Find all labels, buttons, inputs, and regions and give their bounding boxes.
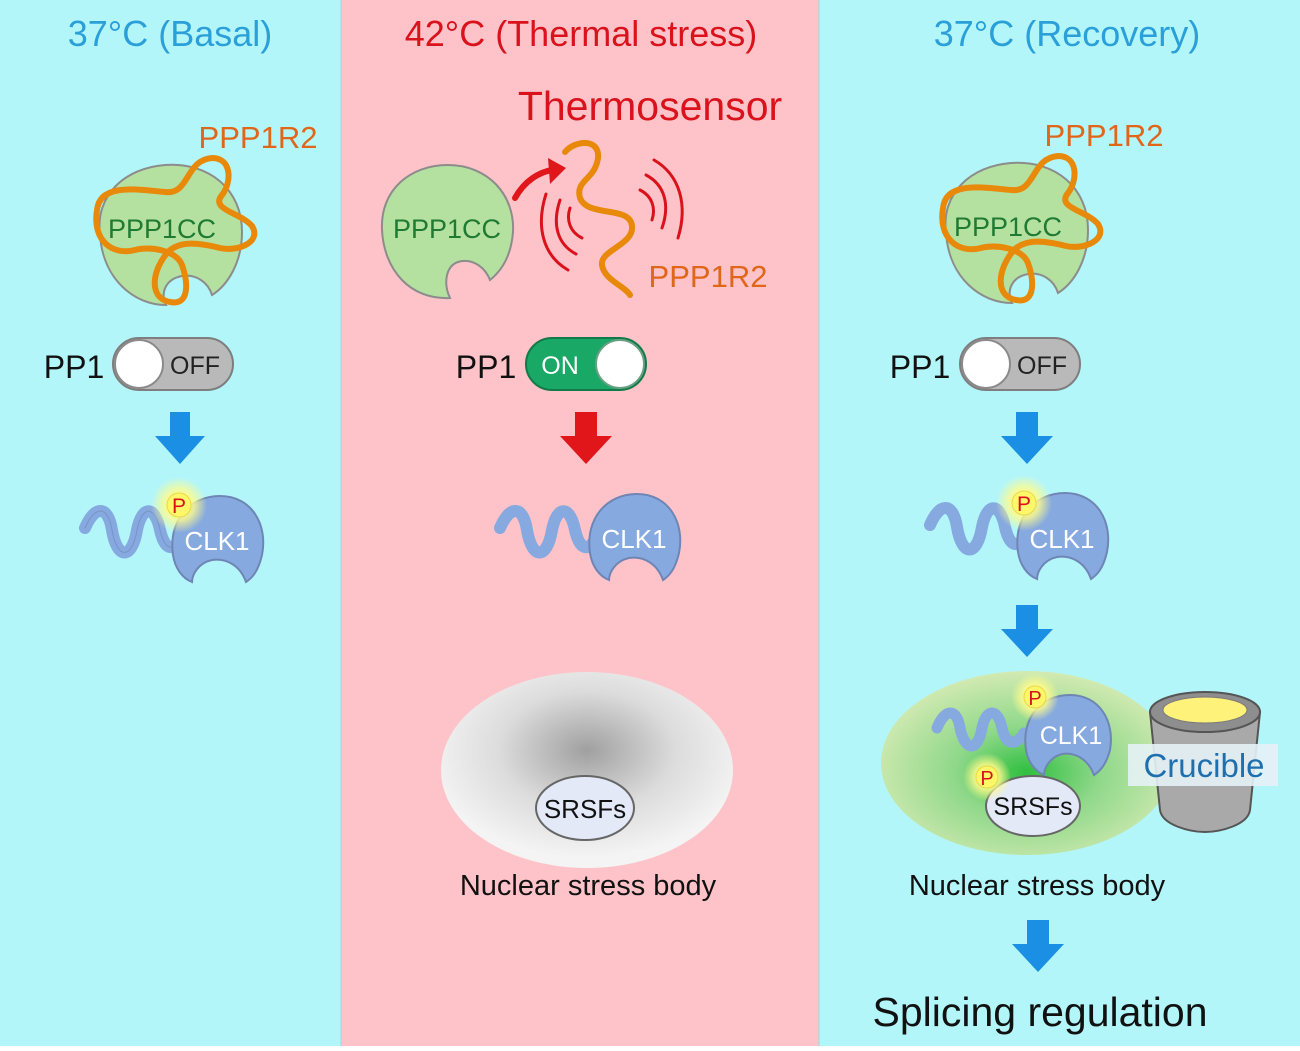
- stress-ppp1r2-label: PPP1R2: [649, 259, 768, 294]
- basal-title: 37°C (Basal): [68, 13, 272, 54]
- recovery-body-clk1-label: CLK1: [1040, 722, 1103, 750]
- basal-switch-label: OFF: [170, 352, 220, 380]
- basal-pp1-label: PP1: [44, 349, 104, 385]
- recovery-srsfs-phospho-label: P: [980, 768, 993, 790]
- stress-heat-waves-left: [539, 192, 584, 272]
- recovery-ppp1r2-strand: [939, 153, 1104, 304]
- stress-ppp1cc-protein: [380, 163, 515, 300]
- crucible-label-bg: [1128, 744, 1278, 786]
- recovery-switch-label: OFF: [1017, 352, 1067, 380]
- recovery-down-arrow-1: [1001, 412, 1053, 464]
- recovery-srsfs-protein: [985, 775, 1081, 837]
- thermosensor-label: Thermosensor: [518, 83, 782, 129]
- basal-clk1-tail-outline: [84, 510, 183, 553]
- recovery-body-clk1-tail: [931, 707, 1030, 752]
- stress-nuclear-body: [441, 672, 733, 868]
- recovery-title: 37°C (Recovery): [934, 13, 1200, 54]
- stress-clk1-label: CLK1: [601, 524, 666, 554]
- recovery-down-arrow-3: [1012, 920, 1064, 972]
- stress-ppp1r2-strand: [562, 140, 635, 298]
- crucible-label: Crucible: [1143, 747, 1264, 784]
- recovery-ppp1cc-protein: [944, 161, 1090, 305]
- recovery-ppp1r2-label: PPP1R2: [1045, 118, 1164, 153]
- stress-title: 42°C (Thermal stress): [405, 13, 757, 54]
- stress-body-label: Nuclear stress body: [460, 870, 717, 902]
- basal-phospho-label: P: [172, 495, 186, 518]
- stress-down-arrow: [560, 412, 612, 464]
- basal-ppp1r2-strand: [93, 155, 258, 306]
- recovery-body-clk1-phospho-label: P: [1028, 688, 1041, 710]
- stress-srsfs-label: SRSFs: [544, 794, 626, 824]
- basal-ppp1cc-label: PPP1CC: [108, 214, 216, 244]
- recovery-down-arrow-2: [1001, 605, 1053, 657]
- recovery-ppp1cc-label: PPP1CC: [954, 212, 1062, 242]
- recovery-pp1-switch: OFF: [959, 337, 1081, 391]
- splicing-regulation-label: Splicing regulation: [872, 989, 1207, 1035]
- recovery-srsfs-label: SRSFs: [993, 793, 1072, 821]
- recovery-clk1-tail: [924, 502, 1033, 556]
- recovery-body-clk1-phospho-dot: [1023, 685, 1047, 709]
- basal-phospho-dot: [166, 492, 192, 518]
- stress-heat-waves-right: [638, 158, 684, 240]
- basal-pp1-switch: OFF: [112, 337, 234, 391]
- basal-ppp1cc-protein: [98, 163, 244, 307]
- recovery-pp1-label: PP1: [890, 349, 950, 385]
- recovery-body-label: Nuclear stress body: [909, 870, 1166, 902]
- stress-pp1-switch: ON: [525, 337, 647, 391]
- stress-release-arrow: [512, 167, 555, 201]
- basal-clk1-label: CLK1: [184, 526, 249, 556]
- stress-pp1-label: PP1: [456, 349, 516, 385]
- stress-srsfs-protein: [535, 775, 635, 841]
- stress-switch-label: ON: [541, 352, 579, 380]
- recovery-clk1-label: CLK1: [1029, 524, 1094, 554]
- stress-clk1-tail: [494, 505, 603, 559]
- basal-ppp1r2-label: PPP1R2: [199, 120, 318, 155]
- recovery-phospho-dot: [1011, 490, 1037, 516]
- basal-down-arrow: [155, 412, 205, 464]
- recovery-srsfs-phospho-dot: [975, 765, 999, 789]
- stress-ppp1cc-label: PPP1CC: [393, 214, 501, 244]
- recovery-phospho-label: P: [1017, 493, 1031, 516]
- stress-clk1-protein: [588, 492, 682, 582]
